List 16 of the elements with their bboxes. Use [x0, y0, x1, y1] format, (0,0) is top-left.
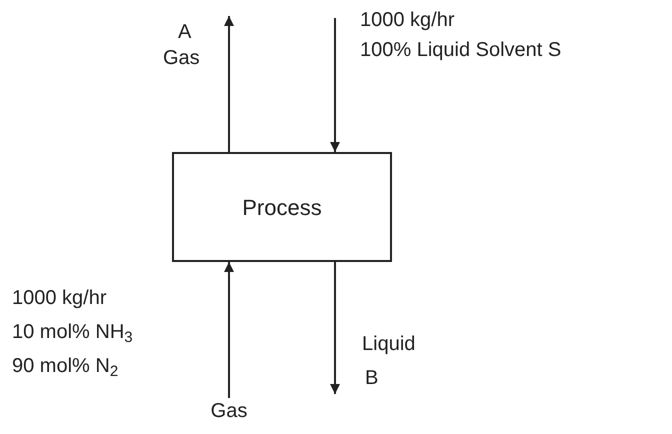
stream-label: 100% Liquid Solvent S	[360, 38, 562, 62]
arrow	[330, 18, 340, 152]
stream-label: 1000 kg/hr	[360, 8, 455, 32]
process-box	[172, 152, 392, 262]
stream-label: 10 mol% NH$_{3}$	[12, 320, 133, 344]
stream-label: B	[365, 366, 378, 390]
stream-label: A	[178, 20, 192, 44]
stream-label: 1000 kg/hr	[12, 286, 107, 310]
stream-label: Gas	[163, 46, 200, 70]
stream-label: Liquid	[362, 332, 416, 356]
stream-text: Gas	[210, 399, 248, 423]
arrow	[330, 262, 340, 394]
arrow	[224, 16, 234, 152]
box-label: Process	[242, 194, 322, 222]
stream-label: 90 mol% N$_{2}$	[12, 354, 118, 378]
arrow	[224, 262, 234, 398]
